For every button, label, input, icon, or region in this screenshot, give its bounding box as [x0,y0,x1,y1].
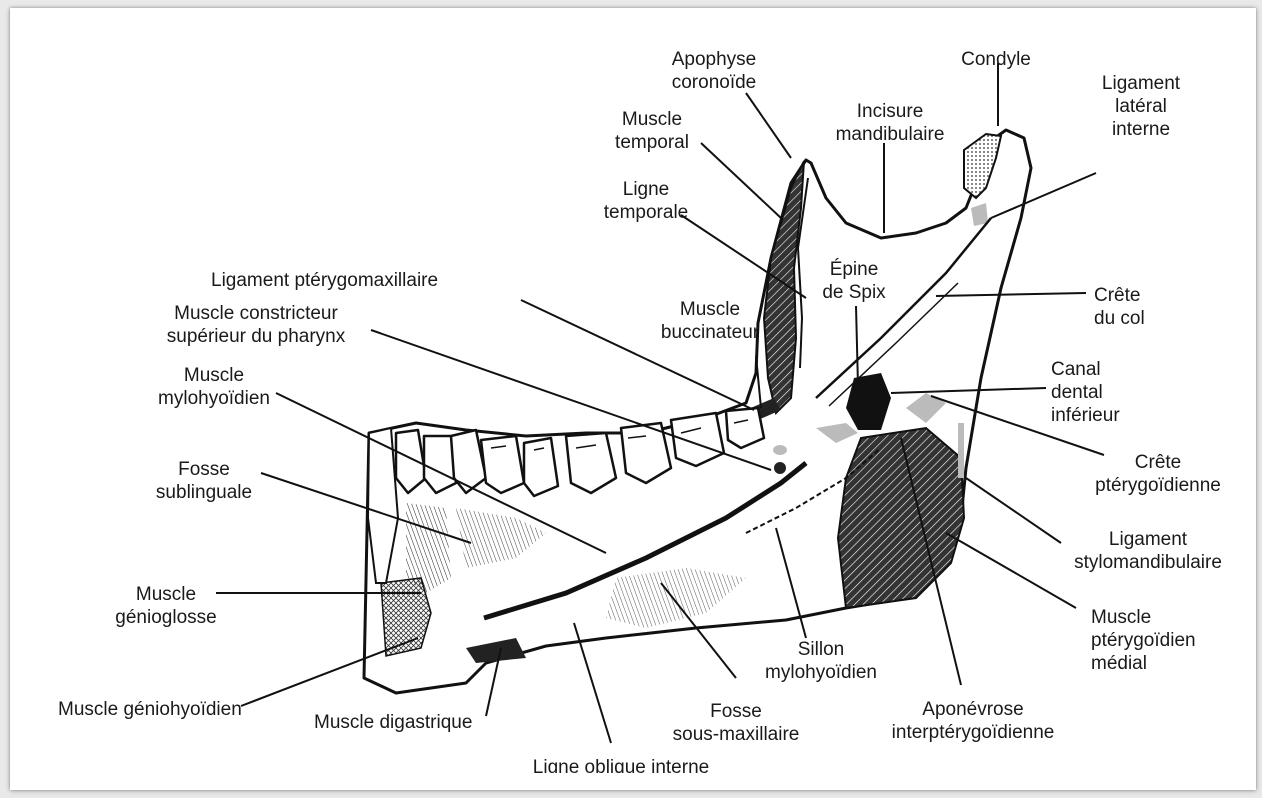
label-muscle-digastrique: Muscle digastrique [314,711,472,734]
label-muscle-geniohyoidien: Muscle géniohyoïdien [58,698,242,721]
label-ligament-pterygomaxillaire: Ligament ptérygomaxillaire [211,269,438,292]
label-ligne-oblique-interne: Ligne oblique interne [533,756,709,773]
pterygoid-medial-shape [838,428,964,608]
label-condyle: Condyle [961,48,1031,71]
